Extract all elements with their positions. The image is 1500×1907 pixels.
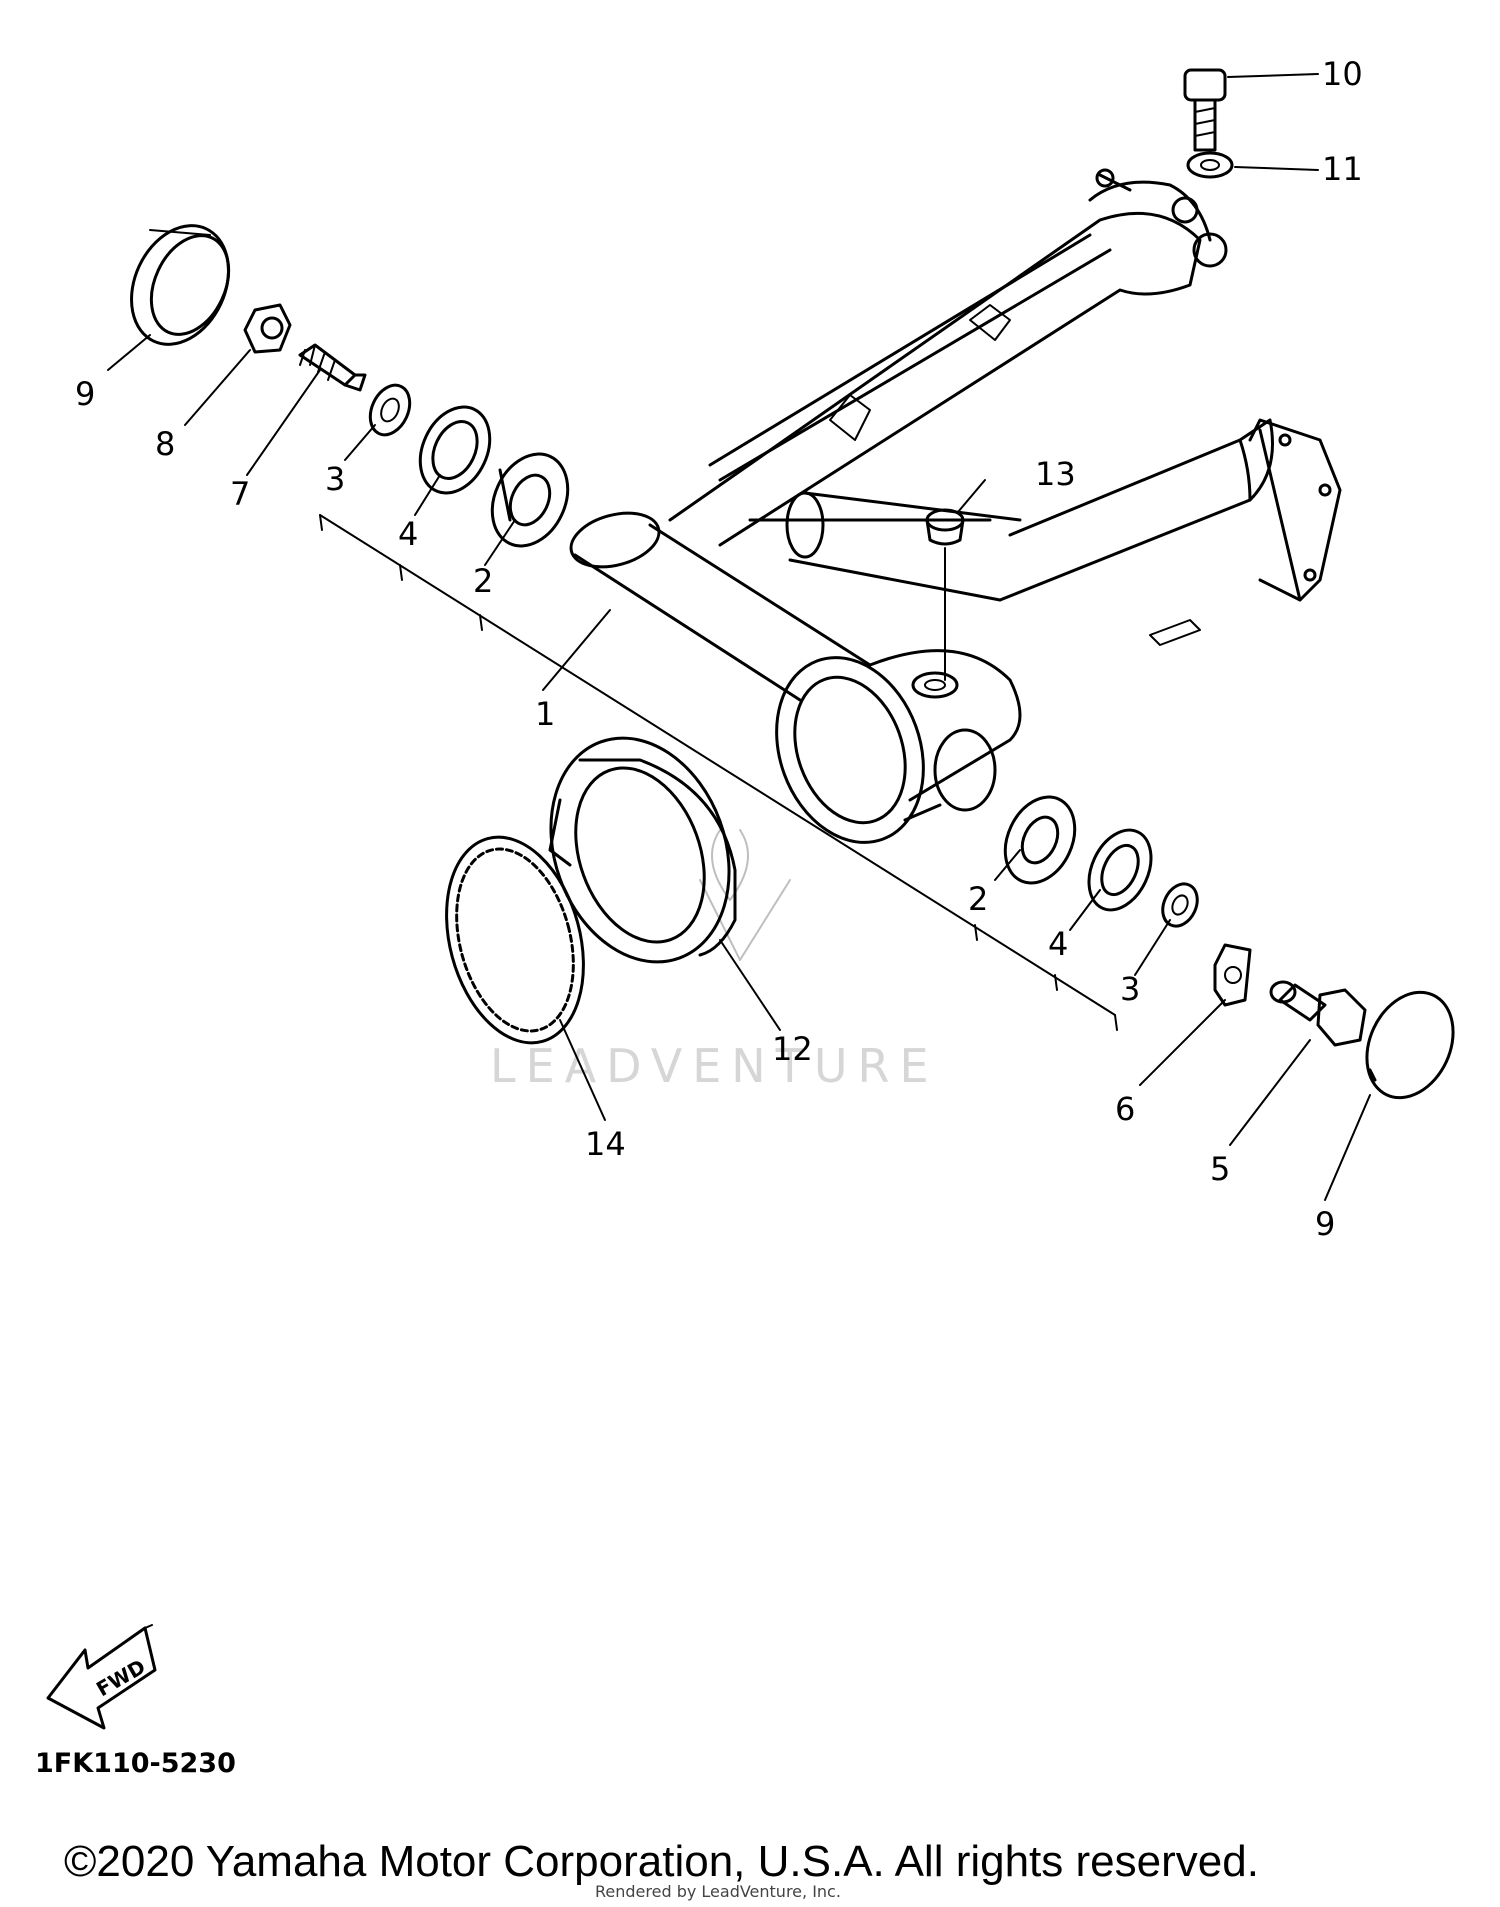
gasket-14 xyxy=(445,835,585,1045)
callout-3-right: 3 xyxy=(1120,970,1140,1008)
pivot-axis-line xyxy=(319,514,1118,1031)
callout-12: 12 xyxy=(772,1030,813,1068)
oil-seal-9 xyxy=(130,224,231,346)
callout-4-right: 4 xyxy=(1048,925,1068,963)
diagram-code: 1FK110-5230 xyxy=(35,1748,236,1779)
adjust-bolt-7 xyxy=(298,343,367,392)
rendered-by-text: Rendered by LeadVenture, Inc. xyxy=(595,1882,841,1901)
callout-9-bottom: 9 xyxy=(1315,1205,1335,1243)
callout-14: 14 xyxy=(585,1125,626,1163)
copyright-notice: ©2020 Yamaha Motor Corporation, U.S.A. A… xyxy=(64,1837,1259,1886)
pivot-bolt-5 xyxy=(1269,980,1367,1047)
callout-13: 13 xyxy=(1035,455,1076,493)
fwd-arrow-icon: FWD xyxy=(46,1624,157,1730)
cap-13 xyxy=(925,508,965,681)
callout-6: 6 xyxy=(1115,1090,1135,1128)
callout-10: 10 xyxy=(1322,55,1363,93)
watermark-text: LEADVENTURE xyxy=(490,1039,939,1093)
bolt-10 xyxy=(1183,68,1227,152)
callout-9-top: 9 xyxy=(75,375,95,413)
callout-1: 1 xyxy=(535,695,555,733)
callout-3-left: 3 xyxy=(325,460,345,498)
washer-11 xyxy=(1186,151,1234,179)
washer-3-left xyxy=(368,383,412,437)
lock-washer-6 xyxy=(1213,943,1252,1007)
swing-arm-part xyxy=(569,168,1342,844)
watermark-logo xyxy=(699,829,791,961)
callout-11: 11 xyxy=(1322,150,1363,188)
oil-seal-4-right xyxy=(1087,828,1153,912)
callout-2-right: 2 xyxy=(968,880,988,918)
nut-8 xyxy=(243,303,292,354)
bearing-2-left xyxy=(490,452,570,548)
leader-lines xyxy=(107,73,1371,1201)
callout-4-left: 4 xyxy=(398,515,418,553)
bearing-2-right xyxy=(1003,795,1077,885)
oil-seal-4-left xyxy=(418,405,492,495)
washer-3-right xyxy=(1161,882,1199,928)
oil-seal-9-right xyxy=(1365,990,1455,1100)
callout-8: 8 xyxy=(155,425,175,463)
callout-2-left: 2 xyxy=(473,562,493,600)
callout-5: 5 xyxy=(1210,1150,1230,1188)
callout-7: 7 xyxy=(230,475,250,513)
